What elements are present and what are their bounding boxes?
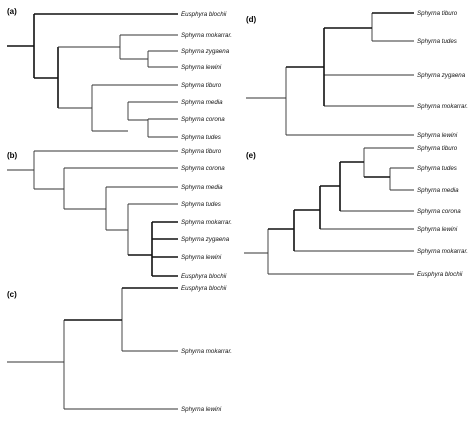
panel-a: (a) Eusphyra blochii Sphyrna mokarrar. S… bbox=[7, 7, 232, 141]
panel-e-taxon-2: Sphyrna tudes bbox=[417, 165, 457, 172]
panel-a-taxon-3: Sphyrna zygaena bbox=[181, 48, 230, 55]
panel-e-branches-thick bbox=[268, 161, 390, 251]
panel-e: (e) Sphyrna tiburo Sphyrna tudes Sphyrna… bbox=[244, 145, 468, 278]
panel-b-taxon-4: Sphyrna tudes bbox=[181, 201, 221, 208]
panel-d-taxon-4: Sphyrna mokarrar. bbox=[417, 103, 468, 110]
panel-b-taxon-8: Eusphyra blochii bbox=[181, 273, 227, 280]
panel-e-taxon-3: Sphyrna media bbox=[417, 187, 459, 194]
panel-e-branches bbox=[244, 147, 414, 275]
panel-a-taxon-5: Sphyrna tiburo bbox=[181, 82, 222, 89]
panel-b: (b) Sphyrna tiburo Sphyrna corona Sphyrn… bbox=[7, 148, 232, 280]
panel-a-taxon-2: Sphyrna mokarrar. bbox=[181, 32, 232, 39]
panel-e-taxon-4: Sphyrna corona bbox=[417, 208, 461, 215]
panel-b-taxon-5: Sphyrna mokarrar. bbox=[181, 219, 232, 226]
panel-d-taxon-5: Sphyrna lewini bbox=[417, 132, 458, 139]
panel-c-label: (c) bbox=[7, 290, 17, 299]
panel-a-taxon-7: Sphyrna corona bbox=[181, 116, 225, 123]
panel-a-taxon-8: Sphyrna tudes bbox=[181, 134, 221, 141]
panel-c-taxon-2: Sphyrna mokarrar. bbox=[181, 348, 232, 355]
panel-d-branches-thick bbox=[286, 12, 414, 106]
panel-c-branches-thick bbox=[64, 287, 178, 321]
panel-a-label: (a) bbox=[7, 7, 17, 16]
panel-a-taxon-4: Sphyrna lewini bbox=[181, 64, 222, 71]
panel-c-taxon-3: Sphyrna lewini bbox=[181, 406, 222, 413]
panel-b-taxon-3: Sphyrna media bbox=[181, 184, 223, 191]
panel-b-taxon-2: Sphyrna corona bbox=[181, 165, 225, 172]
panel-b-branches bbox=[7, 150, 178, 255]
panel-a-branches-thick bbox=[7, 13, 178, 108]
panel-e-label: (e) bbox=[246, 151, 256, 160]
panel-a-taxon-1: Eusphyra blochii bbox=[181, 11, 227, 18]
panel-d: (d) Sphyrna tiburo Sphyrna tudes Sphyrna… bbox=[246, 10, 468, 139]
panel-a-branches bbox=[58, 34, 178, 138]
panel-d-taxon-3: Sphyrna zygaena bbox=[417, 72, 466, 79]
panel-b-taxon-6: Sphyrna zygaena bbox=[181, 236, 230, 243]
panel-e-taxon-6: Sphyrna mokarrar. bbox=[417, 248, 468, 255]
panel-d-taxon-1: Sphyrna tiburo bbox=[417, 10, 458, 17]
panel-b-label: (b) bbox=[7, 151, 18, 160]
panel-a-taxon-6: Sphyrna media bbox=[181, 99, 223, 106]
panel-c-taxon-1: Eusphyra blochii bbox=[181, 285, 227, 292]
panel-b-taxon-1: Sphyrna tiburo bbox=[181, 148, 222, 155]
panel-b-branches-thick bbox=[128, 221, 178, 277]
panel-b-taxon-7: Sphyrna lewini bbox=[181, 254, 222, 261]
panel-d-taxon-2: Sphyrna tudes bbox=[417, 38, 457, 45]
panel-d-branches bbox=[246, 13, 414, 136]
panel-e-taxon-1: Sphyrna tiburo bbox=[417, 145, 458, 152]
panel-e-taxon-7: Eusphyra blochii bbox=[417, 271, 463, 278]
panel-d-label: (d) bbox=[246, 15, 257, 24]
panel-c-branches bbox=[7, 288, 178, 410]
panel-c: (c) Eusphyra blochii Sphyrna mokarrar. S… bbox=[7, 285, 232, 413]
panel-e-taxon-5: Sphyrna lewini bbox=[417, 226, 458, 233]
